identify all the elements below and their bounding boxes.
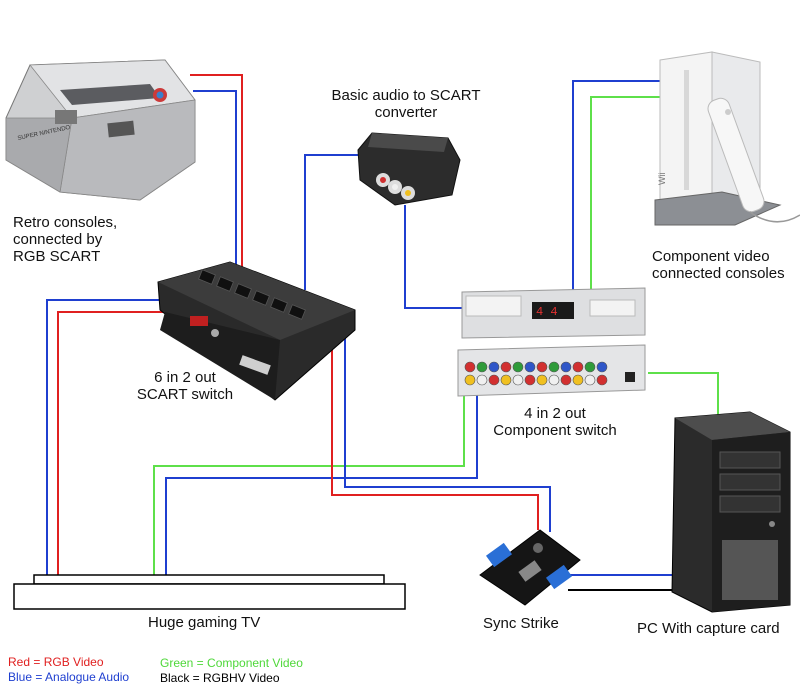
legend-green: Green = Component Video <box>160 656 303 670</box>
cable-red-scart-to-tv <box>57 311 165 578</box>
label-audio-converter: Basic audio to SCART converter <box>318 87 494 121</box>
cables <box>46 74 719 591</box>
legend-blue: Blue = Analogue Audio <box>8 670 130 684</box>
cable-blue-component-to-tv <box>165 395 478 578</box>
label-line: Retro consoles, <box>13 214 118 231</box>
label-retro-consoles: Retro consoles, connected by RGB SCART <box>13 214 117 265</box>
cable-red-snes-to-scart <box>190 74 243 292</box>
cable-blue-snes-to-scart <box>193 90 237 294</box>
cable-green-wii-to-component <box>590 96 662 290</box>
legend-black: Black = RGBHV Video <box>160 671 280 685</box>
label-component-consoles: Component video connected consoles <box>652 248 785 282</box>
cable-blue-converter-to-component <box>404 205 462 309</box>
wii-console-image: Wii <box>654 51 800 226</box>
wii-brand-text: Wii <box>657 173 667 186</box>
label-line: 6 in 2 out <box>154 369 216 386</box>
label-scart-switch: 6 in 2 out SCART switch <box>120 369 250 403</box>
label-line: SCART switch <box>136 386 234 403</box>
label-line: Basic audio to SCART <box>331 87 481 104</box>
label-line: RGB SCART <box>13 248 101 265</box>
scart-switch-image <box>157 261 356 401</box>
cable-green-component-to-tv <box>153 395 465 578</box>
cable-blue-wii-to-component <box>572 80 660 290</box>
label-line: Component switch <box>493 422 617 439</box>
audio-converter-image <box>357 132 461 206</box>
cable-red-scart-to-sync <box>331 345 539 530</box>
label-line: connected consoles <box>652 265 785 282</box>
label-pc: PC With capture card <box>637 620 780 637</box>
label-line: converter <box>374 104 438 121</box>
switch-display-text: 4 4 <box>536 305 558 319</box>
cable-blue-scart-to-sync <box>344 338 551 532</box>
component-switch-image: 4 4 <box>457 287 646 397</box>
label-sync-strike: Sync Strike <box>483 615 559 632</box>
label-line: connected by <box>13 231 103 248</box>
cable-blue-converter-to-scart <box>304 154 362 290</box>
sync-strike-image <box>479 529 581 606</box>
cable-green-component-to-pc <box>648 372 719 418</box>
snes-console-image: SUPER NINTENDO <box>5 59 196 201</box>
cable-blue-scart-to-tv <box>46 299 160 578</box>
label-component-switch: 4 in 2 out Component switch <box>480 405 630 439</box>
label-line: Component video <box>652 248 770 265</box>
pc-tower-image <box>671 411 791 613</box>
tv-image <box>13 574 406 610</box>
label-line: 4 in 2 out <box>524 405 586 422</box>
label-tv: Huge gaming TV <box>148 614 261 631</box>
legend-red: Red = RGB Video <box>8 655 104 669</box>
